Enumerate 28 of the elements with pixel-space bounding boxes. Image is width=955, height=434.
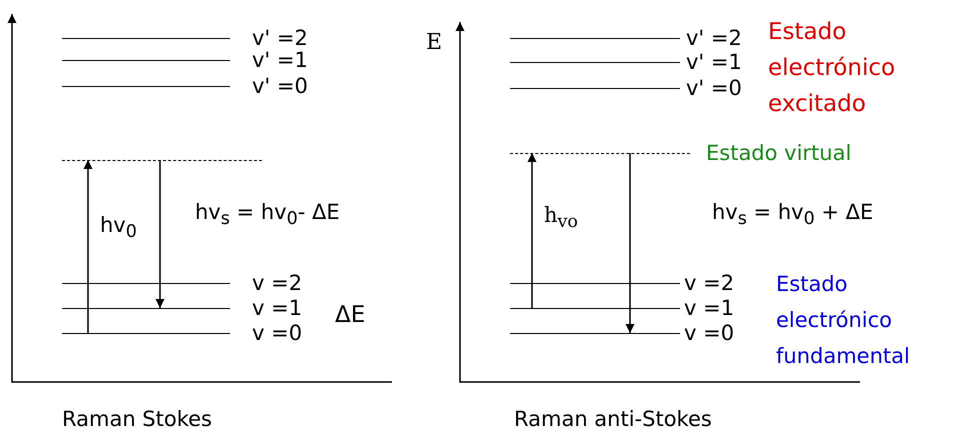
level-label: v' =2 — [686, 26, 742, 50]
state-label: Estado electrónico excitado — [768, 18, 896, 119]
level-label: v' =0 — [252, 74, 308, 98]
level-label: v =1 — [684, 296, 734, 320]
level-label: v =0 — [252, 321, 302, 345]
delta-label: ΔE — [335, 302, 366, 328]
level-label: v =2 — [684, 271, 734, 295]
caption: Raman anti-Stokes — [514, 406, 712, 432]
level-label: v' =1 — [252, 48, 308, 72]
edge-label: h$_{vo}$ — [544, 202, 578, 234]
level-label: v =1 — [252, 296, 302, 320]
equation: hv$_{s}$ = hv$_{0}$- ΔE — [195, 199, 340, 232]
level-label: v' =0 — [686, 76, 742, 100]
level-label: v =2 — [252, 271, 302, 295]
level-label: v =0 — [684, 321, 734, 345]
equation: hv$_{s}$ = hv$_{0}$ + ΔE — [712, 199, 874, 232]
transition-arrow — [156, 160, 164, 308]
transition-arrow — [84, 160, 92, 333]
state-label: Estado electrónico fundamental — [776, 271, 911, 370]
level-label: v' =1 — [686, 50, 742, 74]
transition-arrow — [528, 153, 536, 308]
caption: Raman Stokes — [62, 406, 212, 432]
virtual-level-line — [62, 160, 262, 161]
state-label: Estado virtual — [706, 141, 852, 165]
edge-label: hv$_{0}$ — [100, 212, 137, 244]
level-label: v' =2 — [252, 26, 308, 50]
axis-label: E — [426, 30, 442, 56]
transition-arrow — [626, 153, 634, 333]
